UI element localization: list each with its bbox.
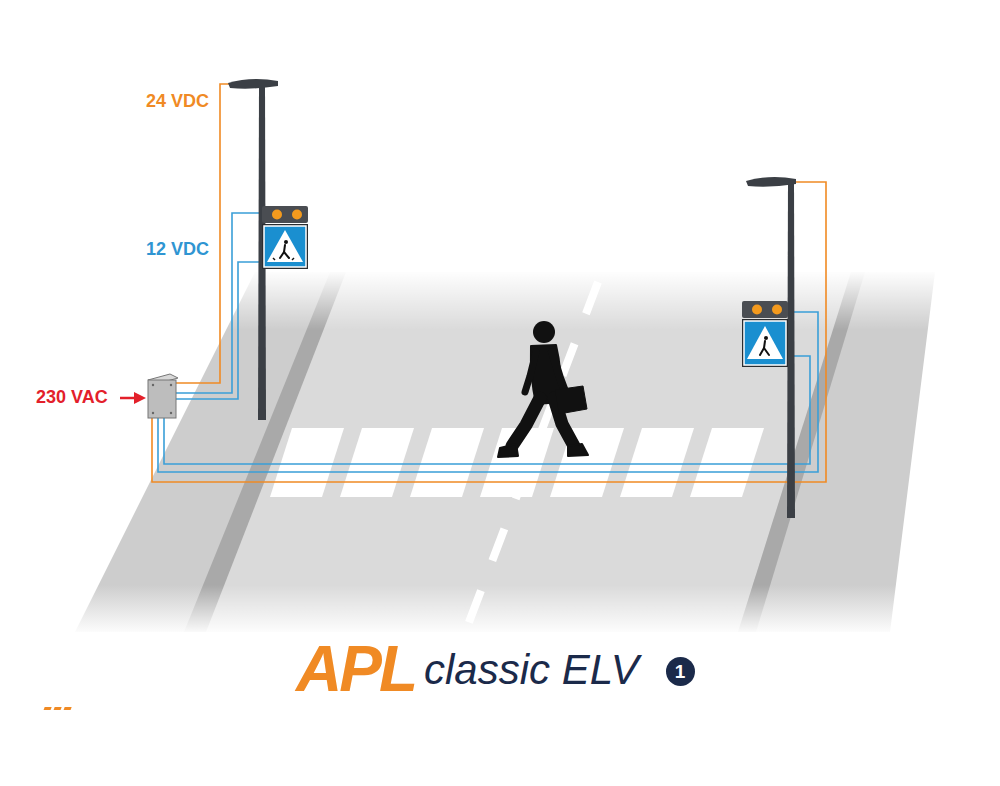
beacon-light: [772, 305, 782, 315]
title: classic ELV: [424, 647, 639, 693]
beacon-housing: [262, 206, 308, 223]
box-screw: [152, 384, 154, 386]
beacon-light: [272, 210, 282, 220]
head: [533, 321, 555, 343]
sign-triangle: [747, 326, 783, 359]
box-screw: [152, 412, 154, 414]
lamp-head: [746, 177, 796, 187]
box-screw: [170, 412, 172, 414]
front-foot: [568, 444, 588, 456]
input-arrow: [120, 392, 146, 404]
zebra-stripe: [690, 428, 764, 497]
box-screw: [170, 384, 172, 386]
beacon-housing: [742, 301, 788, 318]
logo-text: APL: [296, 634, 415, 704]
bottom-fade: [60, 585, 960, 635]
zebra-stripe: [620, 428, 694, 497]
back-foot: [498, 444, 518, 457]
beacon-light: [292, 210, 302, 220]
crossing-sign: [744, 321, 786, 365]
callout-number: 1: [666, 657, 695, 686]
right-pole: [742, 177, 796, 518]
callout-text: 1: [675, 662, 686, 681]
sign-pedestrian: [280, 240, 289, 258]
sign-triangle: [267, 230, 303, 262]
wire-12vdc: [158, 312, 818, 472]
sign-stripes: [273, 258, 294, 260]
left-pole: [228, 79, 308, 420]
box-body: [148, 380, 176, 418]
back-leg: [512, 398, 540, 446]
top-fade: [60, 270, 960, 330]
wiring: [152, 84, 826, 482]
wire-24vdc: [176, 84, 258, 383]
crossing-sign: [264, 226, 306, 267]
sign-frame: [262, 224, 308, 269]
logo-icon: [44, 707, 72, 710]
pedestrian-silhouette: [498, 321, 588, 457]
wire-12vdc: [176, 262, 262, 399]
wire-24vdc: [152, 182, 826, 482]
briefcase: [555, 386, 587, 414]
sign-pedestrian: [760, 336, 769, 355]
arm: [552, 352, 566, 394]
voltage-label: 12 VDC: [146, 240, 209, 260]
zebra-stripe: [550, 428, 624, 497]
input-voltage-label: 230 VAC: [36, 388, 108, 408]
arrow-head: [134, 392, 146, 404]
zebra-stripe: [410, 428, 484, 497]
arm: [525, 352, 536, 392]
pole: [787, 182, 795, 518]
voltage-label: 24 VDC: [146, 92, 209, 112]
zebra-stripe: [340, 428, 414, 497]
arrow-shaft: [120, 397, 136, 400]
zebra-stripe: [270, 428, 344, 497]
center-line: [466, 282, 598, 630]
beacon-light: [752, 305, 762, 315]
junction-box: [148, 374, 178, 418]
sign-frame: [742, 319, 788, 367]
lamp-head: [228, 79, 278, 89]
